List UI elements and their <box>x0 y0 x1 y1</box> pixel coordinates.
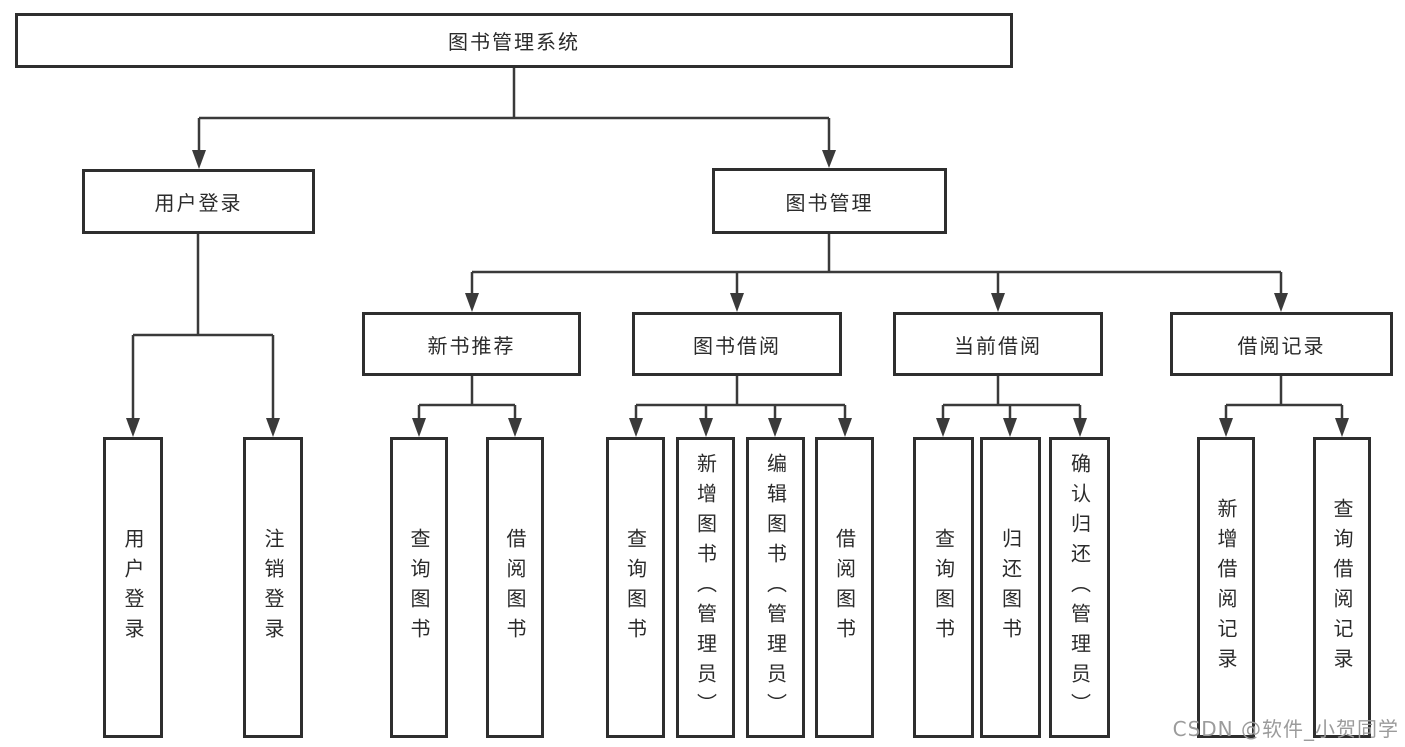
node-label: 借阅记录 <box>1237 333 1326 358</box>
node-label: 新书推荐 <box>427 333 516 358</box>
connector-borrow-records-children <box>1224 376 1344 420</box>
node-book-management: 图书管理 <box>712 168 947 234</box>
leaf-user-login: 用户登录 <box>103 437 163 738</box>
connector-root-to-level1 <box>197 68 831 152</box>
leaf-records-add-borrow-record: 新增借阅记录 <box>1197 437 1255 738</box>
leaf-borrow-borrow-books: 借阅图书 <box>815 437 874 738</box>
node-label: 借阅图书 <box>832 527 857 648</box>
leaf-current-confirm-return-admin: 确认归还（管理员） <box>1049 437 1110 738</box>
node-label: 用户登录 <box>121 527 145 648</box>
leaf-borrow-edit-books-admin: 编辑图书（管理员） <box>746 437 805 738</box>
leaf-newbook-query-books: 查询图书 <box>390 437 448 738</box>
node-new-book-recommend: 新书推荐 <box>362 312 581 376</box>
leaf-current-query-books: 查询图书 <box>913 437 974 738</box>
node-current-borrow: 当前借阅 <box>893 312 1103 376</box>
leaf-borrow-query-books: 查询图书 <box>606 437 665 738</box>
leaf-newbook-borrow-books: 借阅图书 <box>486 437 544 738</box>
node-label: 图书管理系统 <box>448 30 580 54</box>
node-root-library-management-system: 图书管理系统 <box>15 13 1013 68</box>
connector-current-borrow-children <box>941 376 1082 420</box>
node-label: 借阅图书 <box>503 527 527 648</box>
connector-new-book-recommend-children <box>417 376 517 420</box>
leaf-current-return-books: 归还图书 <box>980 437 1041 738</box>
node-label: 归还图书 <box>998 527 1023 648</box>
node-label: 查询图书 <box>407 527 431 648</box>
connector-book-borrow-children <box>634 376 847 420</box>
node-label: 编辑图书（管理员） <box>763 452 788 723</box>
leaf-records-query-borrow-record: 查询借阅记录 <box>1313 437 1371 738</box>
node-user-login: 用户登录 <box>82 169 315 234</box>
node-borrow-records: 借阅记录 <box>1170 312 1393 376</box>
node-label: 查询图书 <box>931 527 956 648</box>
arrowheads <box>126 150 1349 437</box>
node-label: 图书管理 <box>785 190 874 215</box>
node-book-borrow: 图书借阅 <box>632 312 842 376</box>
node-label: 注销登录 <box>261 527 285 648</box>
node-label: 查询借阅记录 <box>1330 497 1354 678</box>
connector-user-login-children <box>131 234 275 420</box>
leaf-borrow-add-books-admin: 新增图书（管理员） <box>676 437 735 738</box>
node-label: 用户登录 <box>154 191 243 215</box>
node-label: 确认归还（管理员） <box>1067 452 1092 723</box>
node-label: 当前借阅 <box>954 333 1042 358</box>
connector-book-management-children <box>470 234 1283 295</box>
node-label: 新增图书（管理员） <box>693 452 718 723</box>
node-label: 新增借阅记录 <box>1214 497 1238 678</box>
node-label: 图书借阅 <box>693 333 781 358</box>
leaf-logout-login: 注销登录 <box>243 437 303 738</box>
csdn-watermark: CSDN @软件_小贺同学 <box>1172 717 1399 741</box>
node-label: 查询图书 <box>623 527 648 648</box>
